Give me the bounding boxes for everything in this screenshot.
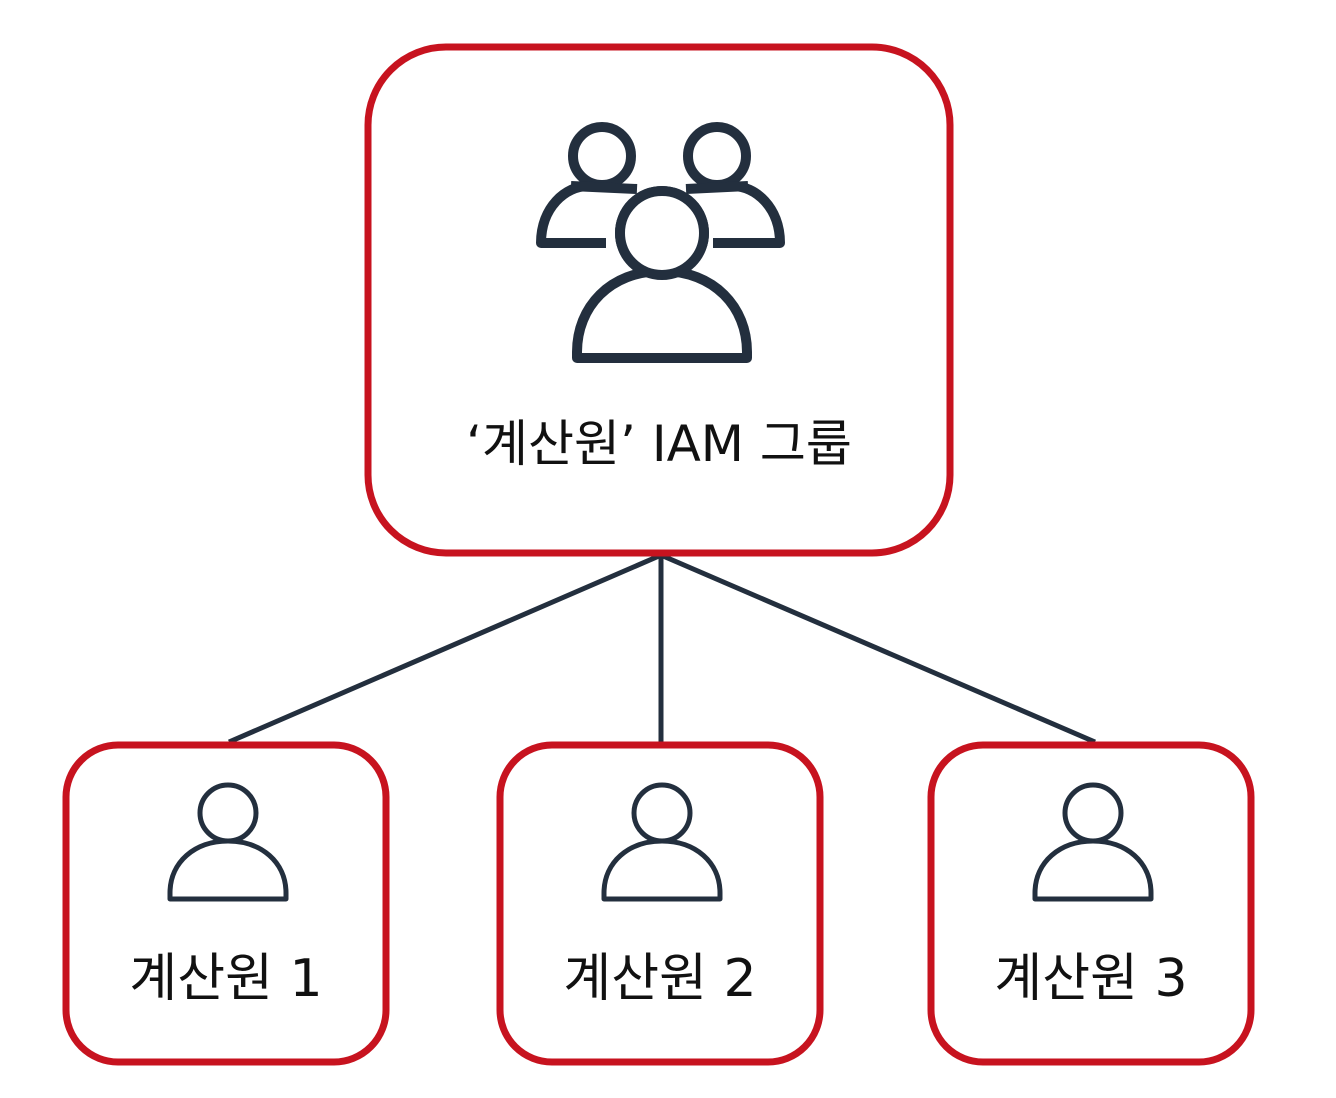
connector-user-3 [662,553,1096,745]
user-box-1 [62,741,390,1066]
user-label-1: 계산원 1 [129,949,323,1009]
user-label-2: 계산원 2 [563,949,757,1009]
group-label: ‘계산원’ IAM 그룹 [466,415,852,473]
user-label-3: 계산원 3 [994,949,1188,1009]
connectors [228,553,1096,745]
connector-user-1 [228,553,660,745]
users-group-icon [536,122,785,363]
user-icon [601,782,723,902]
user-icon [167,782,289,902]
user-box-3 [927,741,1255,1066]
user-icon [1032,782,1154,902]
user-box-2 [496,741,824,1066]
